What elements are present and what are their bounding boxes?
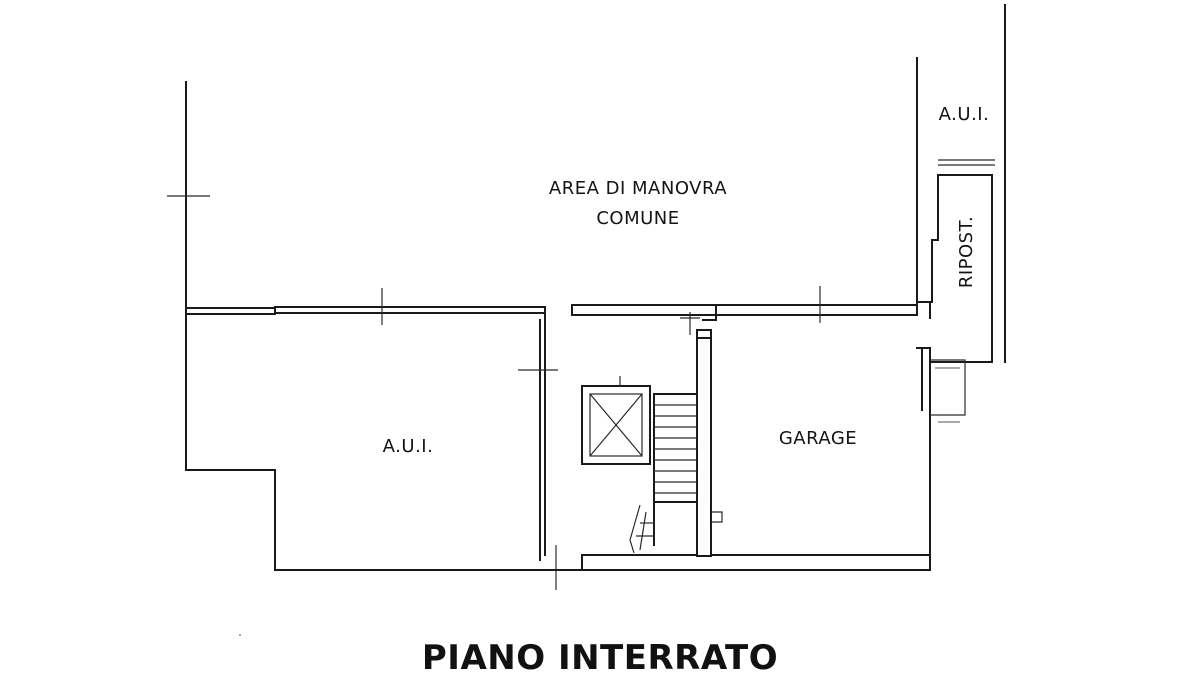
plan-title: PIANO INTERRATO: [421, 638, 779, 678]
ripost-label: RIPOST.: [956, 216, 977, 288]
common-area-label-line1: AREA DI MANOVRA: [549, 178, 727, 199]
aui-left-room: [185, 312, 558, 590]
aui-right-label: A.U.I.: [939, 104, 990, 125]
garage-label: GARAGE: [779, 428, 857, 449]
aui-left-label: A.U.I.: [383, 436, 434, 457]
common-area-label-line2: COMUNE: [596, 208, 679, 229]
stair-core: [551, 304, 931, 571]
garage-room: [710, 301, 931, 571]
right-column: [930, 159, 995, 423]
common-area-walls: [167, 4, 1006, 471]
central-partition: [185, 286, 918, 325]
